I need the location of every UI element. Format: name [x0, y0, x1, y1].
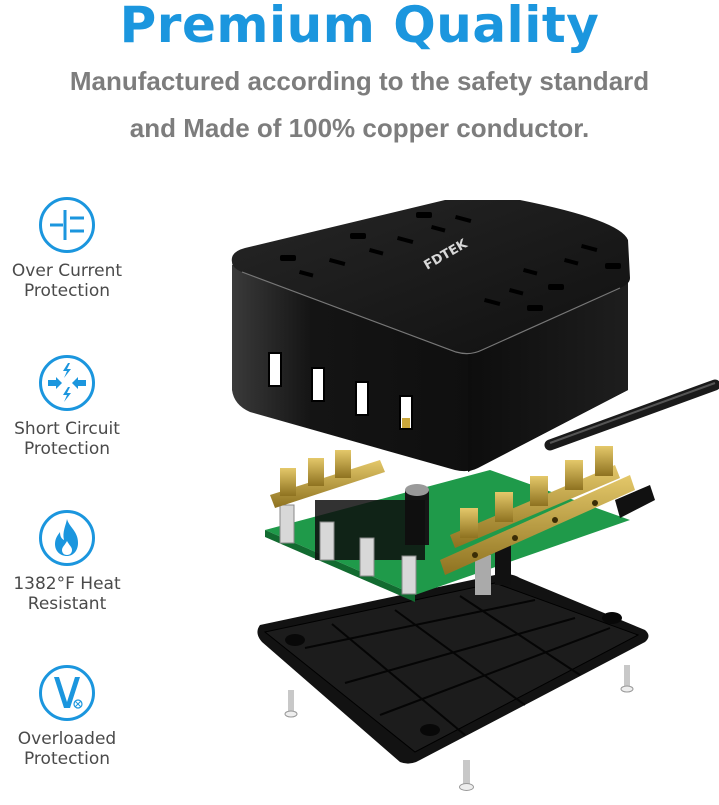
feature-label: 1382°F Heat Resistant — [13, 574, 121, 614]
short-circuit-icon — [39, 355, 95, 411]
power-strip-illustration: FDTEK — [231, 200, 719, 791]
overload-v-icon — [39, 665, 95, 721]
over-current-icon — [39, 197, 95, 253]
feature-over-current: Over Current Protection — [0, 197, 134, 301]
flame-icon — [39, 510, 95, 566]
feature-label: Overloaded Protection — [17, 729, 117, 769]
feature-overloaded: Overloaded Protection — [0, 665, 134, 769]
feature-label: Short Circuit Protection — [14, 419, 120, 459]
product-exploded-view: FDTEK — [220, 200, 719, 800]
subtitle-line-2: and Made of 100% copper conductor. — [129, 113, 590, 143]
feature-label: Over Current Protection — [11, 261, 123, 301]
feature-short-circuit: Short Circuit Protection — [0, 355, 134, 459]
feature-heat-resistant: 1382°F Heat Resistant — [0, 510, 134, 614]
subtitle-line-1: Manufactured according to the safety sta… — [69, 66, 650, 96]
page-title: Premium Quality — [119, 0, 600, 54]
screw-icon — [284, 665, 634, 791]
